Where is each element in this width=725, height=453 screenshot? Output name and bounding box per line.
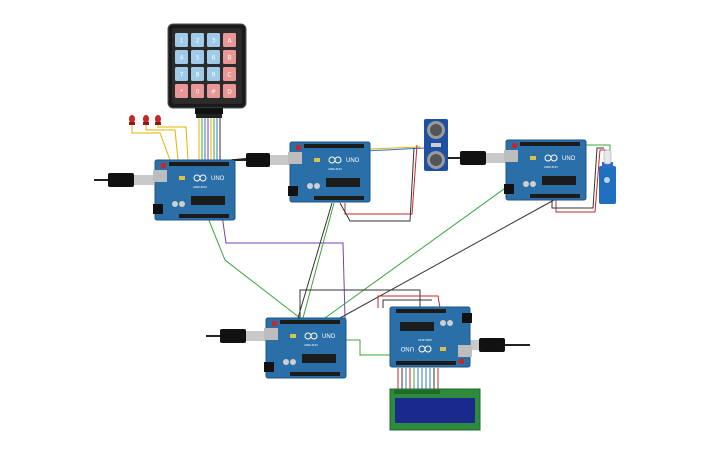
keypad-key-label: 8 <box>196 72 200 79</box>
keypad-key: 8 <box>191 67 204 81</box>
wire-ultrasonic-4 <box>339 147 415 222</box>
ultrasonic-sensor <box>424 119 448 171</box>
keypad-key-label: 5 <box>196 55 200 62</box>
keypad-key-label: 0 <box>196 89 200 96</box>
keypad-key-label: A <box>227 38 232 45</box>
lcd-16x2 <box>389 388 481 431</box>
keypad-4x4: 1 2 3 A 4 5 6 B 7 8 9 C * 0 # D <box>167 23 247 118</box>
keypad-key: # <box>207 84 220 98</box>
wire-servo-2 <box>555 149 606 213</box>
board-model-label: UNO <box>322 334 336 340</box>
keypad-key-label: 1 <box>180 38 184 45</box>
keypad-key-label: 7 <box>180 72 184 79</box>
board-brand-label: ARDUINO <box>193 185 208 189</box>
wire-servo-3 <box>551 147 604 209</box>
wire-b2-down-1 <box>297 202 333 319</box>
keypad-key-label: 4 <box>180 55 184 62</box>
led-red-3 <box>155 115 161 125</box>
wire-green-1 <box>207 217 301 319</box>
led-red-2 <box>143 115 149 125</box>
usb-cable-board2 <box>232 153 290 167</box>
keypad-key: 5 <box>191 50 204 64</box>
usb-cable-board3 <box>448 151 506 165</box>
board-brand-label: ARDUINO <box>304 343 319 347</box>
keypad-key: C <box>223 67 236 81</box>
keypad-key: A <box>223 33 236 47</box>
keypad-key-label: 3 <box>212 38 216 45</box>
keypad-ribbon-wires <box>198 112 221 160</box>
wires <box>131 112 611 392</box>
wire-bottom-4 <box>382 299 432 308</box>
led-red-1 <box>129 115 135 125</box>
keypad-key-label: D <box>227 89 232 96</box>
keypad-key-label: C <box>227 72 231 79</box>
wire-b2-down-2 <box>302 202 335 319</box>
keypad-key: 4 <box>175 50 188 64</box>
keypad-key-label: # <box>211 89 216 96</box>
board-model-label: UNO <box>211 176 225 182</box>
keypad-key: 2 <box>191 33 204 47</box>
keypad-key: 3 <box>207 33 220 47</box>
board-brand-label: ARDUINO <box>328 167 343 171</box>
keypad-key-label: 6 <box>212 55 216 62</box>
usb-cable-board4 <box>206 329 266 343</box>
board-brand-label: ARDUINO <box>544 165 559 169</box>
board-model-label: UNO <box>400 345 414 351</box>
keypad-key-label: 2 <box>196 38 200 45</box>
keypad-key: 9 <box>207 67 220 81</box>
keypad-key-label: * <box>180 89 183 96</box>
keypad-key: 6 <box>207 50 220 64</box>
wire-bottom-3 <box>377 295 441 309</box>
board-model-label: UNO <box>562 156 576 162</box>
wire-purple <box>221 214 346 319</box>
keypad-key: D <box>223 84 236 98</box>
wire-b3-down-2 <box>339 199 555 319</box>
usb-cable-board1 <box>94 173 154 187</box>
servo-motor <box>599 149 616 204</box>
board-brand-label: ARDUINO <box>417 338 432 342</box>
arduino-boards: UNOARDUINOUNOARDUINOUNOARDUINOUNOARDUINO… <box>153 139 587 379</box>
keypad-key-label: B <box>227 55 231 62</box>
wire-bottom-1 <box>299 289 421 318</box>
leds <box>129 115 161 125</box>
keypad-key: B <box>223 50 236 64</box>
led-wires <box>131 125 189 161</box>
keypad-key-label: 9 <box>212 72 216 79</box>
keypad-key: 0 <box>191 84 204 98</box>
board-model-label: UNO <box>346 158 360 164</box>
keypad-key: * <box>175 84 188 98</box>
lcd-wires <box>397 368 439 392</box>
wire-bottom-2 <box>345 339 390 356</box>
keypad-key: 1 <box>175 33 188 47</box>
wire-ultrasonic-3 <box>344 144 418 215</box>
keypad-key: 7 <box>175 67 188 81</box>
